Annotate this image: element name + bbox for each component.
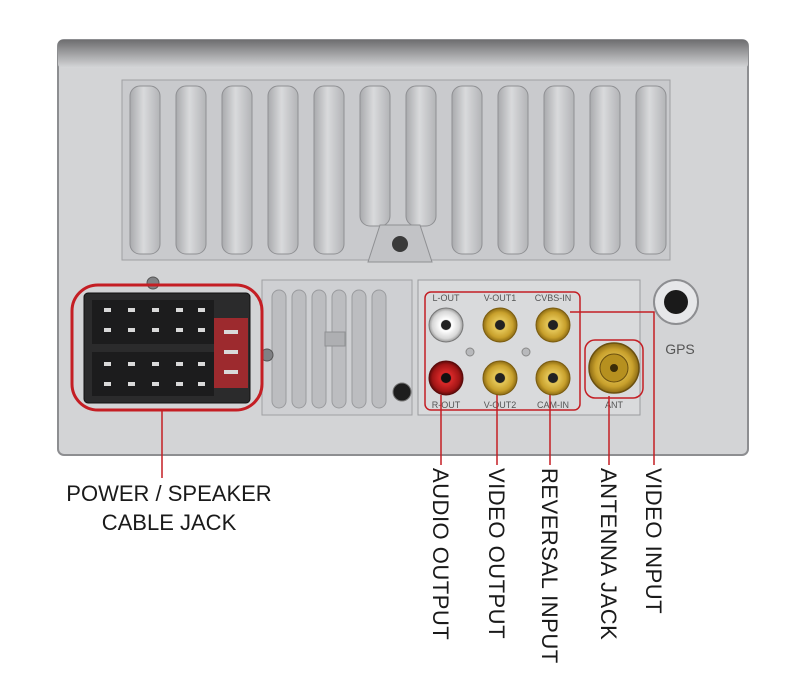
label-cam-in: CAM-IN	[537, 400, 569, 410]
rca-jacks	[428, 307, 571, 396]
antenna-highlight	[584, 339, 644, 399]
label-ant: ANT	[605, 400, 624, 410]
callout-reversal-input: REVERSAL INPUT	[537, 468, 562, 664]
label-v-out1: V-OUT1	[484, 293, 517, 303]
callout-antenna-jack: ANTENNA JACK	[596, 468, 621, 641]
callout-audio-output: AUDIO OUTPUT	[428, 468, 453, 641]
label-gps: GPS	[665, 341, 695, 357]
gps-port: GPS	[653, 279, 699, 357]
mount-boss	[367, 224, 433, 263]
power-speaker-connector	[83, 292, 251, 404]
screw-head	[146, 276, 160, 290]
power-connector-highlight	[70, 283, 264, 412]
rca-group-border	[424, 291, 581, 411]
cooling-fins	[129, 85, 667, 255]
label-l-out: L-OUT	[433, 293, 461, 303]
chassis-top-edge	[58, 40, 748, 68]
lower-vent-plate	[261, 279, 413, 416]
panel-marking-labels: L-OUT V-OUT1 CVBS-IN R-OUT V-OUT2 CAM-IN…	[432, 293, 624, 410]
label-cvbs-in: CVBS-IN	[535, 293, 572, 303]
leader-lines	[161, 311, 655, 478]
callout-power-speaker-line2: CABLE JACK	[101, 510, 237, 535]
callout-video-output: VIDEO OUTPUT	[484, 468, 509, 640]
label-v-out2: V-OUT2	[484, 400, 517, 410]
label-r-out: R-OUT	[432, 400, 461, 410]
callout-power-speaker-line1: POWER / SPEAKER	[66, 481, 272, 506]
antenna-jack	[588, 342, 640, 394]
callout-video-input: VIDEO INPUT	[641, 468, 666, 615]
